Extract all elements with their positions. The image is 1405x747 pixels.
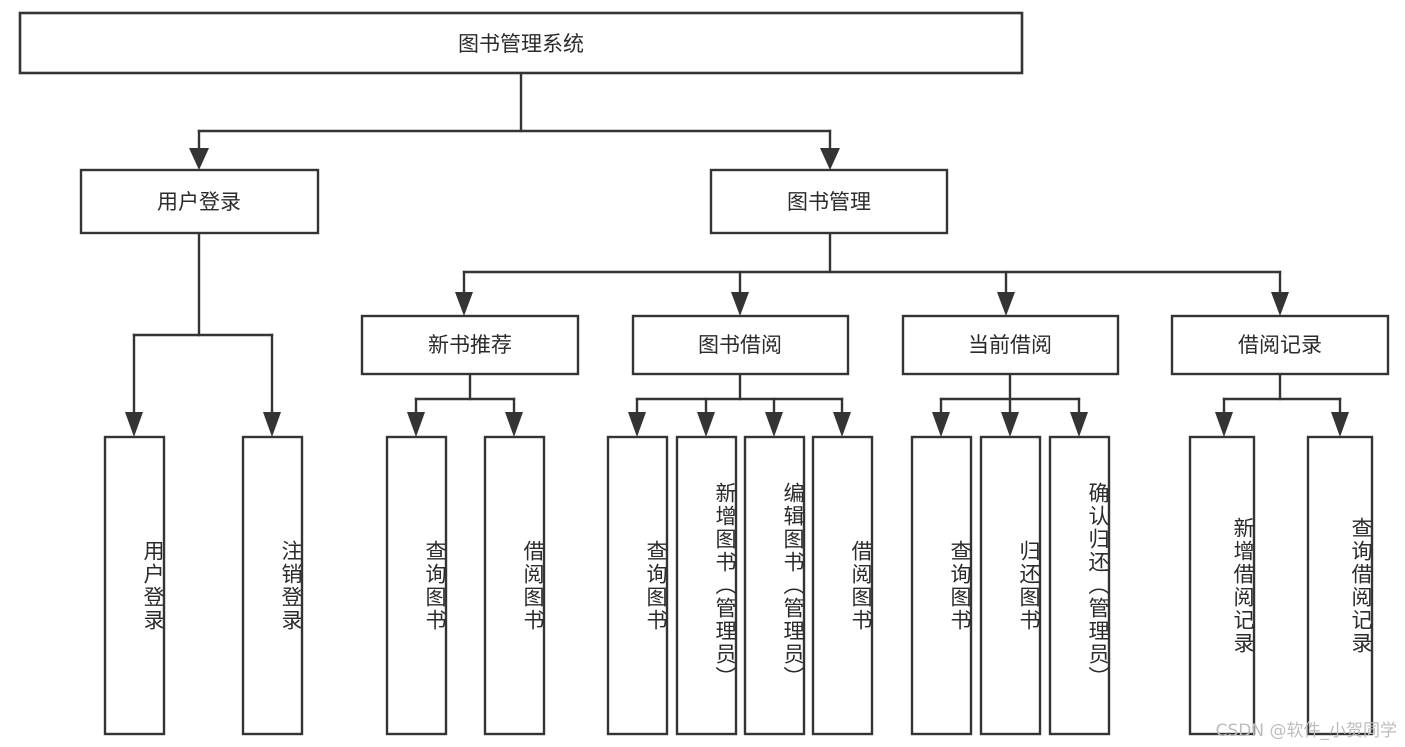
arrowhead-leaf-logout-icon [263, 412, 281, 437]
node-leaf-nb-borrow-book[interactable] [483, 435, 546, 736]
node-leaf-bb-edit-book-label: 编辑图书（管理员） [781, 482, 805, 689]
node-leaf-logout-label: 注销登录 [279, 539, 303, 632]
arrowhead-user-login-icon [189, 148, 209, 170]
arrowhead-bb-edit-icon [765, 412, 783, 437]
node-leaf-nb-query-book-label: 查询图书 [423, 539, 447, 632]
arrowhead-leaf-user-login-icon [125, 412, 143, 437]
node-leaf-cb-return-book-label: 归还图书 [1017, 539, 1041, 632]
node-borrow-record-label: 借阅记录 [1238, 333, 1322, 357]
arrowhead-cb-query-icon [932, 412, 950, 437]
arrowhead-book-borrow-icon [731, 292, 749, 316]
connector-group-new-book [407, 372, 523, 437]
node-new-book-recommend-label: 新书推荐 [428, 333, 512, 357]
node-leaf-bb-borrow-book[interactable] [811, 435, 874, 736]
node-leaf-br-add-record[interactable] [1188, 435, 1256, 736]
csdn-watermark: CSDN @软件_小贺同学 [1215, 721, 1397, 741]
node-book-borrow[interactable] [631, 314, 850, 376]
connector-group-root [189, 71, 840, 170]
node-borrow-record[interactable] [1170, 314, 1390, 376]
node-leaf-cb-return-book[interactable] [979, 435, 1042, 736]
node-leaf-user-login-label: 用户登录 [141, 539, 165, 632]
arrowhead-book-mgmt-icon [820, 148, 840, 170]
arrowhead-current-borrow-icon [997, 292, 1015, 316]
arrowhead-bb-query-icon [628, 412, 646, 437]
arrowhead-borrow-record-icon [1271, 292, 1289, 316]
node-leaf-cb-confirm-return[interactable] [1048, 435, 1111, 736]
node-current-borrow-label: 当前借阅 [968, 333, 1052, 357]
arrowhead-br-add-icon [1215, 412, 1233, 437]
node-leaf-bb-borrow-book-label: 借阅图书 [849, 539, 873, 632]
arrowhead-nb-query-icon [407, 412, 425, 437]
arrowhead-bb-borrow-icon [833, 412, 851, 437]
node-leaf-br-query-record-label: 查询借阅记录 [1349, 516, 1373, 655]
connector-group-user-login [125, 231, 281, 437]
node-leaf-bb-query-book[interactable] [606, 435, 669, 736]
node-root-label: 图书管理系统 [458, 32, 584, 56]
node-leaf-bb-edit-book[interactable] [743, 435, 806, 736]
node-book-borrow-label: 图书借阅 [698, 333, 782, 357]
node-root[interactable] [18, 11, 1024, 75]
node-new-book-recommend[interactable] [360, 314, 580, 376]
arrowhead-br-query-icon [1331, 412, 1349, 437]
node-leaf-nb-borrow-book-label: 借阅图书 [521, 539, 545, 632]
node-leaf-br-add-record-label: 新增借阅记录 [1231, 516, 1255, 655]
connector-group-book-mgmt [455, 231, 1289, 316]
node-leaf-bb-add-book-label: 新增图书（管理员） [713, 482, 737, 689]
arrowhead-cb-return-icon [1001, 412, 1019, 437]
connector-group-book-borrow [628, 372, 851, 437]
arrowhead-nb-borrow-icon [505, 412, 523, 437]
node-leaf-bb-add-book[interactable] [675, 435, 738, 736]
arrowhead-new-book-icon [455, 292, 473, 316]
arrowhead-bb-add-icon [697, 412, 715, 437]
node-leaf-br-query-record[interactable] [1306, 435, 1374, 736]
connector-group-borrow-record [1215, 372, 1349, 437]
node-leaf-cb-confirm-return-label: 确认归还（管理员） [1086, 482, 1110, 689]
node-leaf-user-login[interactable] [103, 435, 166, 736]
node-leaf-nb-query-book[interactable] [385, 435, 448, 736]
node-book-management-label: 图书管理 [787, 190, 871, 214]
connector-group-current-borrow [932, 372, 1088, 437]
node-current-borrow[interactable] [901, 314, 1120, 376]
node-user-login-label: 用户登录 [157, 190, 241, 214]
node-user-login[interactable] [79, 168, 320, 235]
node-leaf-cb-query-book-label: 查询图书 [948, 539, 972, 632]
node-leaf-cb-query-book[interactable] [910, 435, 973, 736]
node-leaf-logout[interactable] [241, 435, 304, 736]
node-leaf-bb-query-book-label: 查询图书 [644, 539, 668, 632]
node-book-management[interactable] [709, 168, 949, 235]
arrowhead-cb-confirm-icon [1070, 412, 1088, 437]
